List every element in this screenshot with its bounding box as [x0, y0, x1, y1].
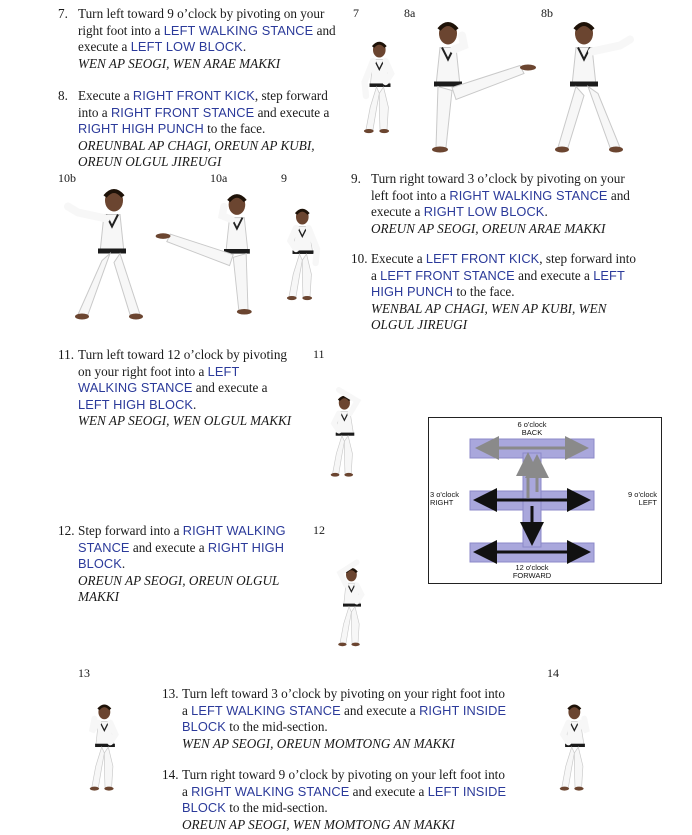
step-number: 8. [58, 88, 68, 103]
photo-label-10a: 10a [210, 171, 228, 185]
photo-label-7: 7 [353, 6, 359, 20]
step-body: Turn right toward 3 o’clock by pivoting … [371, 171, 641, 237]
instruction-text: to the mid-section. [225, 800, 328, 816]
instruction-text: and execute a [254, 104, 330, 120]
step-body: Turn left toward 12 o’clock by pivoting … [78, 347, 300, 430]
korean-term: WEN AP SEOGI, WEN ARAE MAKKI [78, 55, 281, 71]
technique-keyword: LEFT FRONT KICK [425, 251, 540, 266]
instruction-text: and execute a [78, 22, 336, 55]
direction-diagram: 6 o'clock BACK 3 o'clock RIGHT 9 o'clock… [428, 417, 662, 584]
photo-10a-front-kick [155, 194, 252, 315]
technique-keyword: RIGHT LOW BLOCK [423, 204, 545, 220]
technique-keyword: LEFT WALKING STANCE [191, 702, 341, 718]
instruction-text: and execute a [192, 380, 268, 396]
step-number: 10. [351, 251, 368, 266]
step-number: 13. [162, 686, 179, 701]
step-body: Turn left toward 9 o’clock by pivoting o… [78, 6, 348, 72]
diagram-label-forward: 12 o'clock FORWARD [512, 563, 552, 580]
step-body: Turn left toward 3 o’clock by pivoting o… [182, 686, 514, 752]
technique-keyword: LEFT WALKING STANCE [163, 22, 314, 38]
korean-term: WEN AP SEOGI, OREUN MOMTONG AN MAKKI [182, 735, 455, 751]
photo-label-8a: 8a [404, 6, 416, 20]
instruction-text: , step forward into a [371, 251, 636, 283]
technique-keyword: RIGHT INSIDE BLOCK [182, 702, 507, 735]
instruction-text: Turn left toward 9 o’clock by pivoting o… [78, 6, 325, 38]
instruction-text: and execute a [129, 539, 208, 555]
diagram-label-back: 6 o'clock BACK [517, 420, 547, 437]
korean-term: OREUNBAL AP CHAGI, OREUN AP KUBI, OREUN … [78, 137, 315, 170]
step-number: 9. [351, 171, 361, 186]
technique-keyword: LEFT HIGH PUNCH [371, 267, 625, 300]
instruction-text: and execute a [514, 267, 594, 283]
instruction-text: and execute a [371, 187, 630, 220]
instruction-text: . [121, 556, 126, 572]
instruction-text: Turn right toward 9 o’clock by pivoting … [182, 767, 505, 799]
step-body: Execute a LEFT FRONT KICK, step forward … [371, 251, 643, 334]
photo-label-12: 12 [313, 523, 325, 537]
technique-keyword: LEFT INSIDE BLOCK [182, 783, 507, 816]
instruction-text: and execute a [349, 783, 428, 799]
korean-term: OREUN AP SEOGI, WEN MOMTONG AN MAKKI [182, 816, 455, 832]
instruction-text: Execute a [371, 251, 426, 266]
photo-13-inside-block [88, 703, 119, 792]
photo-label-14: 14 [547, 666, 559, 680]
korean-term: OREUN AP SEOGI, OREUN OLGUL MAKKI [78, 572, 280, 605]
step-number: 14. [162, 767, 179, 782]
instruction-text: and execute a [340, 702, 420, 718]
diagram-label-right: 3 o'clock RIGHT [430, 490, 459, 507]
korean-term: WEN AP SEOGI, WEN OLGUL MAKKI [78, 413, 292, 429]
technique-keyword: LEFT HIGH BLOCK [78, 396, 194, 412]
step-body: Turn right toward 9 o’clock by pivoting … [182, 767, 514, 833]
instruction-text: , step forward into a [78, 88, 328, 120]
step-number: 12. [58, 523, 75, 538]
step-number: 11. [58, 347, 74, 362]
technique-keyword: LEFT WALKING STANCE [78, 363, 240, 396]
technique-keyword: RIGHT WALKING STANCE [191, 783, 350, 799]
photo-9-low-block [285, 207, 321, 302]
technique-keyword: RIGHT HIGH PUNCH [78, 121, 204, 137]
instruction-text: Step forward into a [78, 523, 183, 538]
instruction-text: Turn left toward 12 o’clock by pivoting … [78, 347, 288, 379]
technique-keyword: LEFT LOW BLOCK [130, 39, 243, 55]
photo-label-9: 9 [281, 171, 287, 185]
step-body: Step forward into a RIGHT WALKING STANCE… [78, 523, 300, 606]
step-number: 7. [58, 6, 68, 21]
instruction-text: to the mid-section. [225, 719, 328, 735]
technique-keyword: RIGHT HIGH BLOCK [78, 539, 285, 572]
photo-label-13: 13 [78, 666, 90, 680]
instruction-text: Turn right toward 3 o’clock by pivoting … [371, 171, 625, 203]
technique-keyword: RIGHT WALKING STANCE [449, 187, 608, 203]
pattern-arrows [469, 436, 595, 564]
korean-term: WENBAL AP CHAGI, WEN AP KUBI, WEN OLGUL … [371, 300, 607, 333]
instruction-text: . [544, 204, 548, 220]
instruction-text: Execute a [78, 88, 133, 103]
photo-7-low-block [361, 40, 395, 135]
instruction-text: . [193, 396, 197, 412]
instruction-text: Turn left toward 3 o’clock by pivoting o… [182, 686, 505, 718]
technique-keyword: LEFT FRONT STANCE [380, 267, 515, 283]
photo-8b-high-punch [555, 22, 634, 153]
photo-11-high-block [329, 387, 362, 478]
photo-8a-front-kick [432, 22, 536, 153]
technique-keyword: RIGHT FRONT STANCE [110, 104, 255, 120]
diagram-label-left: 9 o'clock LEFT [628, 490, 657, 507]
photo-label-10b: 10b [58, 171, 76, 185]
technique-keyword: RIGHT WALKING STANCE [78, 523, 286, 555]
photo-14-inside-block [558, 703, 590, 792]
instruction-text: . [242, 39, 247, 55]
photo-label-11: 11 [313, 347, 325, 361]
instruction-text: to the face. [453, 284, 515, 300]
photo-label-8b: 8b [541, 6, 553, 20]
instruction-text: to the face. [203, 121, 266, 137]
step-body: Execute a RIGHT FRONT KICK, step forward… [78, 88, 336, 171]
photo-12-high-block [336, 559, 365, 648]
technique-keyword: RIGHT FRONT KICK [132, 88, 255, 103]
korean-term: OREUN AP SEOGI, OREUN ARAE MAKKI [371, 220, 606, 236]
photo-10b-high-punch [64, 189, 143, 320]
